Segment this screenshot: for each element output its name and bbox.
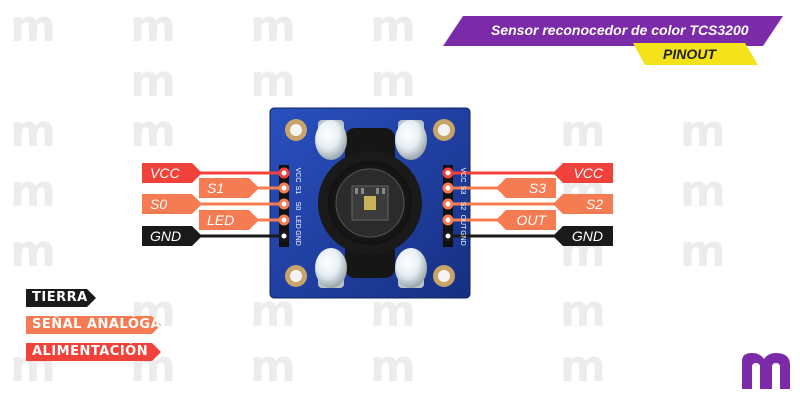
pin-pad — [442, 214, 454, 226]
watermark-letter: m — [250, 1, 296, 52]
right-pin-tag-out: OUT — [496, 210, 556, 230]
legend-label-tierra: TIERRA — [32, 290, 88, 305]
left-pin-tag-gnd-shape — [142, 226, 202, 246]
legend-swatch-alimentacion — [26, 343, 161, 361]
left-silk-s0: S0 — [294, 202, 301, 211]
left-silk-led: LED — [294, 215, 301, 229]
watermark-letter: m — [680, 106, 726, 157]
pin-pad — [442, 198, 454, 210]
right-pin-tag-s2-label: S2 — [585, 196, 603, 212]
left-pin-tag-s0: S0 — [142, 194, 202, 214]
right-pin-tag-out-label: OUT — [516, 212, 546, 228]
led-top-left — [315, 120, 347, 160]
left-pin-tag-s1: S1 — [199, 178, 259, 198]
right-pin-tag-s2: S2 — [553, 194, 613, 214]
right-pin-tag-vcc-label: VCC — [573, 165, 603, 181]
watermark-letter: m — [370, 341, 416, 392]
left-pin-tag-s0-shape — [142, 194, 202, 214]
title-banner-shape — [443, 16, 783, 46]
watermark-letter: m — [250, 341, 296, 392]
pin-wires — [200, 167, 555, 242]
right-pin-tag-s3: S3 — [496, 178, 556, 198]
mounting-hole-top-left — [285, 119, 307, 141]
watermark-letter: m — [560, 286, 606, 337]
right-pin-tag-vcc: VCC — [553, 163, 613, 183]
diagram-title: Sensor reconocedor de color TCS3200 — [491, 22, 749, 38]
pin-pad — [278, 214, 290, 226]
watermark-letter: m — [680, 226, 726, 277]
watermark-letter: m — [560, 106, 606, 157]
pin-pad — [278, 182, 290, 194]
pin-pad — [442, 167, 454, 179]
watermark-letter: m — [250, 56, 296, 107]
right-pin-tag-s2-shape — [553, 194, 613, 214]
lens-housing — [318, 128, 422, 278]
watermark-letter: m — [370, 56, 416, 107]
legend-item-analoga: SEÑAL ANALÓGA — [26, 316, 161, 334]
right-pin-tag-gnd-label: GND — [571, 228, 603, 244]
left-pin-tag-s0-label: S0 — [150, 196, 168, 212]
right-silk-out: OUT — [459, 215, 466, 231]
left-pin-tag-s1-label: S1 — [207, 180, 225, 196]
left-pin-tag-led-label: LED — [207, 212, 235, 228]
legend-item-tierra: TIERRA — [26, 289, 96, 307]
legend-label-alimentacion: ALIMENTACIÓN — [32, 344, 149, 359]
watermark-letter: m — [10, 106, 56, 157]
left-pin-tag-led: LED — [199, 210, 259, 230]
pin-pad — [442, 230, 454, 242]
right-pin-tag-gnd-shape — [553, 226, 613, 246]
legend-label-analoga: SEÑAL ANALÓGA — [32, 317, 162, 332]
right-silk-s2: S2 — [459, 202, 466, 211]
left-pin-tag-led-shape — [199, 210, 259, 230]
watermark-letter: m — [370, 1, 416, 52]
pin-pad — [278, 198, 290, 210]
mounting-hole-top-right — [433, 119, 455, 141]
left-silk-s1: S1 — [294, 186, 301, 195]
watermark-letter: m — [130, 106, 176, 157]
diagram-subtitle: PINOUT — [663, 46, 716, 62]
watermark-letter: m — [680, 166, 726, 217]
left-pin-tag-gnd: GND — [142, 226, 202, 246]
left-silk-gnd: GND — [294, 230, 301, 246]
mounting-hole-bottom-left — [285, 265, 307, 287]
pin-pad — [278, 230, 290, 242]
brand-logo — [738, 349, 794, 391]
subtitle-banner-shape — [633, 43, 758, 65]
left-pin-tag-s1-shape — [199, 178, 259, 198]
right-pin-tag-s3-label: S3 — [528, 180, 546, 196]
watermark-letter: m — [560, 341, 606, 392]
watermark-letter: m — [10, 226, 56, 277]
legend-item-alimentacion: ALIMENTACIÓN — [26, 343, 161, 361]
left-pin-tag-gnd-label: GND — [150, 228, 182, 244]
right-pin-tag-gnd: GND — [553, 226, 613, 246]
pin-pad — [442, 182, 454, 194]
led-top-right — [395, 120, 427, 160]
legend-swatch-tierra — [26, 289, 96, 307]
brand-logo-icon — [742, 353, 790, 389]
watermark-letter: m — [10, 166, 56, 217]
title-banner: Sensor reconocedor de color TCS3200 — [443, 16, 783, 46]
legend-swatch-analoga — [26, 316, 161, 334]
left-pin-tag-vcc: VCC — [142, 163, 202, 183]
led-bottom-left — [315, 248, 347, 288]
watermark-letter: m — [10, 1, 56, 52]
right-pin-tag-s3-shape — [496, 178, 556, 198]
left-pin-tag-vcc-shape — [142, 163, 202, 183]
left-pin-tag-vcc-label: VCC — [150, 165, 180, 181]
right-silk-gnd: GND — [459, 230, 466, 246]
left-silk-vcc: VCC — [294, 168, 301, 183]
right-silk-vcc: VCC — [459, 168, 466, 183]
led-bottom-right — [395, 248, 427, 288]
watermark-letter: m — [130, 1, 176, 52]
right-pin-tag-out-shape — [496, 210, 556, 230]
right-pin-tag-vcc-shape — [553, 163, 613, 183]
pin-pad — [278, 167, 290, 179]
subtitle-banner: PINOUT — [633, 43, 758, 65]
watermark-letter: m — [130, 56, 176, 107]
right-silk-s3: S3 — [459, 186, 466, 195]
mounting-hole-bottom-right — [433, 265, 455, 287]
